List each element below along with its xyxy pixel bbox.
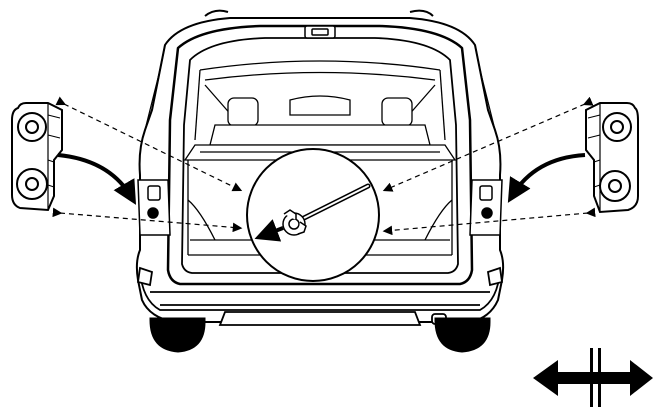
rear-combination-lamp-right	[586, 103, 638, 212]
rear-combination-lamp-left	[12, 103, 62, 210]
removal-arrow-right	[512, 155, 585, 196]
lamp-mount-right	[470, 180, 502, 235]
lamp-mount-left	[138, 180, 170, 235]
direction-symbol	[533, 348, 653, 407]
tailgate-latch	[305, 26, 335, 38]
removal-arrow-left	[58, 155, 132, 198]
lamp-bolt-detail-inset	[247, 149, 379, 281]
